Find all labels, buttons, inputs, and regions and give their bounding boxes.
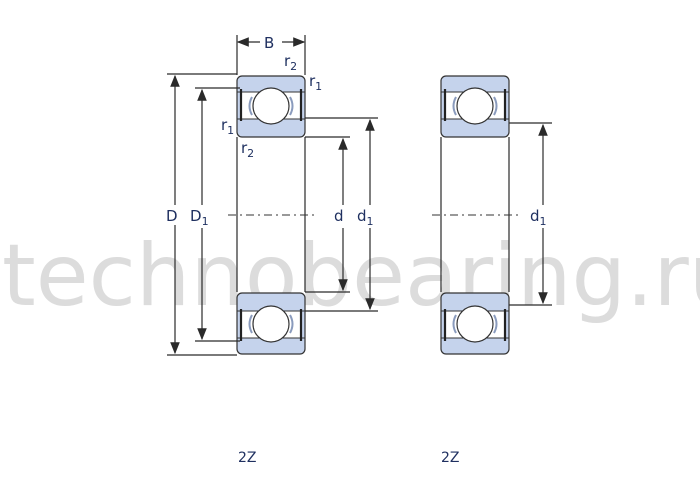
- label-r1-top: r1: [309, 72, 322, 93]
- label-d1: d1: [357, 207, 374, 228]
- label-r2-top: r2: [284, 52, 297, 73]
- outer-ring-bottom: [237, 293, 305, 354]
- label-d: d: [334, 207, 344, 225]
- label-d1: d1: [530, 207, 547, 228]
- outer-ring-bottom: [441, 293, 509, 354]
- label-D1: D1: [190, 207, 209, 228]
- right-bearing-view: d1: [432, 76, 552, 354]
- watermark-text: technobearing.ru: [2, 226, 700, 326]
- right-caption: 2Z: [441, 450, 460, 466]
- label-r1-bottom: r1: [221, 116, 234, 137]
- left-bearing-view: B D D1 d d1 r2 r1 r1 r2: [166, 34, 378, 356]
- left-caption: 2Z: [238, 450, 257, 466]
- label-r2-bottom: r2: [241, 139, 254, 160]
- label-D: D: [166, 207, 178, 225]
- label-B: B: [264, 34, 274, 52]
- outer-ring-top: [237, 76, 305, 137]
- outer-ring-top: [441, 76, 509, 137]
